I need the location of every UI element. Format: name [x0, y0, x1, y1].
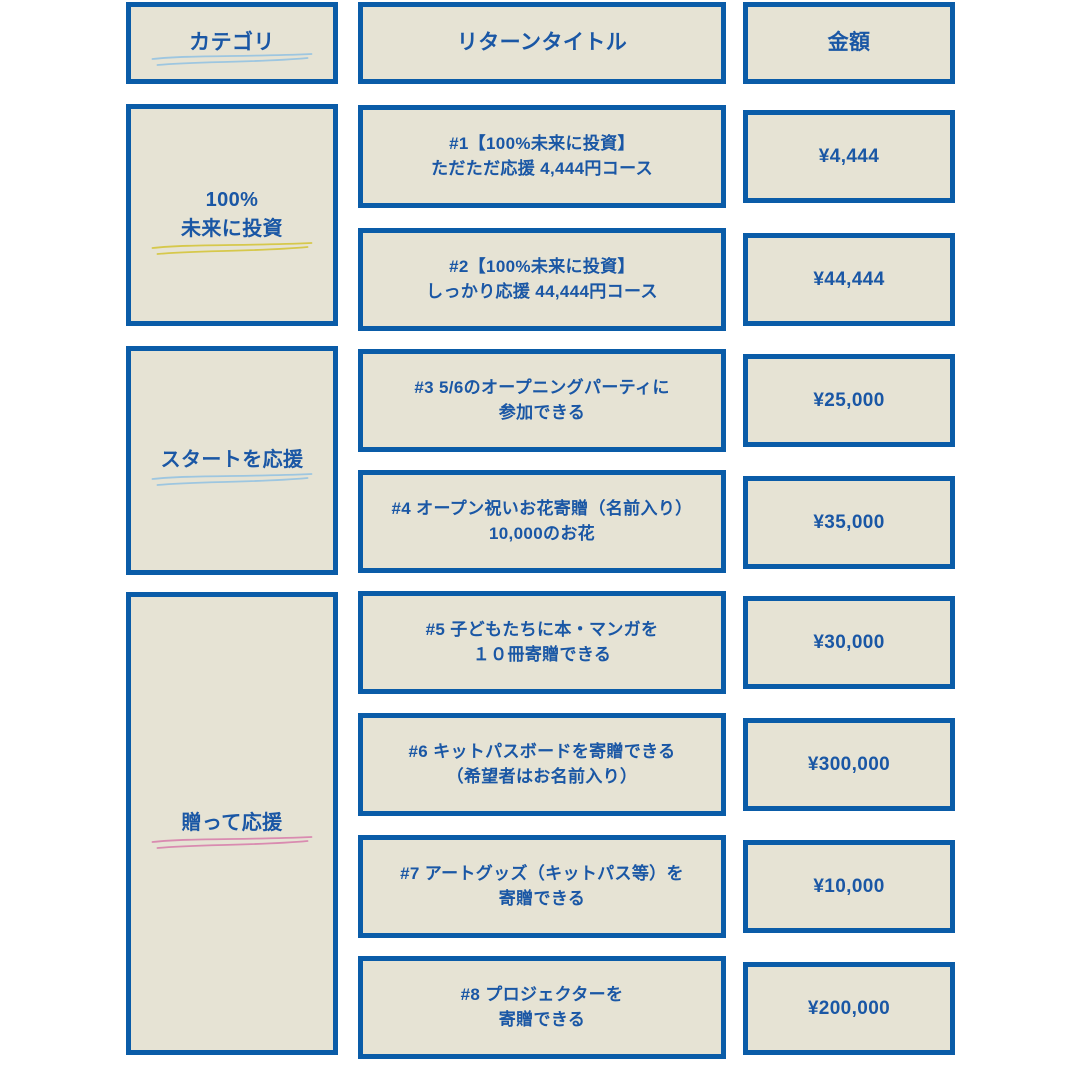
amount-text-2: ¥25,000 [813, 389, 885, 411]
header-amount-label: 金額 [827, 30, 871, 54]
category-cell-1: スタートを応援 [126, 346, 338, 575]
title-line1: #3 5/6のオープニングパーティに [414, 377, 670, 397]
title-line1: #6 キットパスボードを寄贈できる [408, 741, 676, 761]
squiggle-underline-icon [150, 242, 315, 258]
title-text-7: #8 プロジェクターを寄贈できる [453, 983, 632, 1032]
title-cell-2[interactable]: #3 5/6のオープニングパーティに参加できる [358, 349, 726, 452]
title-cell-4[interactable]: #5 子どもたちに本・マンガを １０冊寄贈できる [358, 591, 726, 694]
category-label-0-line1: 100% [205, 189, 259, 211]
title-text-4: #5 子どもたちに本・マンガを １０冊寄贈できる [418, 618, 667, 667]
title-line1: #5 子どもたちに本・マンガを [425, 619, 659, 639]
title-cell-1[interactable]: #2【100%未来に投資】しっかり応援 44,444円コース [358, 228, 726, 331]
title-cell-5[interactable]: #6 キットパスボードを寄贈できる （希望者はお名前入り） [358, 713, 726, 816]
amount-text-1: ¥44,444 [813, 268, 885, 290]
amount-text-3: ¥35,000 [813, 511, 885, 533]
category-label-1-line1: スタートを応援 [160, 449, 304, 471]
title-line1: #8 プロジェクターを [460, 984, 624, 1004]
amount-cell-1: ¥44,444 [743, 233, 955, 326]
title-cell-7[interactable]: #8 プロジェクターを寄贈できる [358, 956, 726, 1059]
title-text-1: #2【100%未来に投資】しっかり応援 44,444円コース [418, 255, 666, 304]
title-line2: 参加できる [498, 402, 586, 422]
amount-cell-0: ¥4,444 [743, 110, 955, 203]
title-cell-6[interactable]: #7 アートグッズ（キットパス等）を寄贈できる [358, 835, 726, 938]
category-cell-0: 100% 未来に投資 [126, 104, 338, 326]
header-cell-title: リターンタイトル [358, 2, 726, 84]
header-title-label: リターンタイトル [456, 30, 628, 54]
amount-text-0: ¥4,444 [818, 145, 880, 167]
title-text-6: #7 アートグッズ（キットパス等）を寄贈できる [392, 862, 692, 911]
title-line2: しっかり応援 44,444円コース [426, 281, 658, 301]
amount-text-4: ¥30,000 [813, 631, 885, 653]
title-line2: 10,000のお花 [488, 523, 596, 543]
title-text-2: #3 5/6のオープニングパーティに参加できる [406, 376, 677, 425]
title-line1: #1【100%未来に投資】 [449, 133, 635, 153]
category-label-2-line1: 贈って応援 [181, 812, 283, 834]
amount-cell-5: ¥300,000 [743, 718, 955, 811]
header-cell-amount: 金額 [743, 2, 955, 84]
amount-cell-7: ¥200,000 [743, 962, 955, 1055]
title-line2: 寄贈できる [498, 888, 586, 908]
category-label-2: 贈って応援 [151, 809, 313, 849]
amount-text-6: ¥10,000 [813, 875, 885, 897]
category-label-0: 100% 未来に投資 [151, 186, 313, 255]
title-cell-3[interactable]: #4 オープン祝いお花寄贈（名前入り） 10,000のお花 [358, 470, 726, 573]
amount-cell-4: ¥30,000 [743, 596, 955, 689]
title-line2: １０冊寄贈できる [472, 644, 612, 664]
category-label-1: スタートを応援 [151, 446, 313, 486]
title-cell-0[interactable]: #1【100%未来に投資】ただただ応援 4,444円コース [358, 105, 726, 208]
squiggle-underline-icon [150, 836, 315, 852]
title-line2: 寄贈できる [498, 1009, 586, 1029]
amount-cell-2: ¥25,000 [743, 354, 955, 447]
category-label-0-line2: 未来に投資 [181, 218, 283, 240]
amount-cell-6: ¥10,000 [743, 840, 955, 933]
squiggle-underline-icon [150, 473, 315, 489]
title-text-5: #6 キットパスボードを寄贈できる （希望者はお名前入り） [400, 740, 683, 789]
header-cell-category: カテゴリ [126, 2, 338, 84]
title-line2: （希望者はお名前入り） [446, 766, 638, 786]
title-line1: #4 オープン祝いお花寄贈（名前入り） [391, 498, 693, 518]
header-category-label: カテゴリ [189, 30, 275, 54]
title-line1: #2【100%未来に投資】 [449, 256, 635, 276]
amount-text-5: ¥300,000 [807, 753, 891, 775]
amount-cell-3: ¥35,000 [743, 476, 955, 569]
category-cell-2: 贈って応援 [126, 592, 338, 1055]
title-line2: ただただ応援 4,444円コース [431, 158, 653, 178]
title-text-0: #1【100%未来に投資】ただただ応援 4,444円コース [423, 132, 661, 181]
title-text-3: #4 オープン祝いお花寄贈（名前入り） 10,000のお花 [383, 497, 700, 546]
amount-text-7: ¥200,000 [807, 997, 891, 1019]
title-line1: #7 アートグッズ（キットパス等）を [400, 863, 684, 883]
